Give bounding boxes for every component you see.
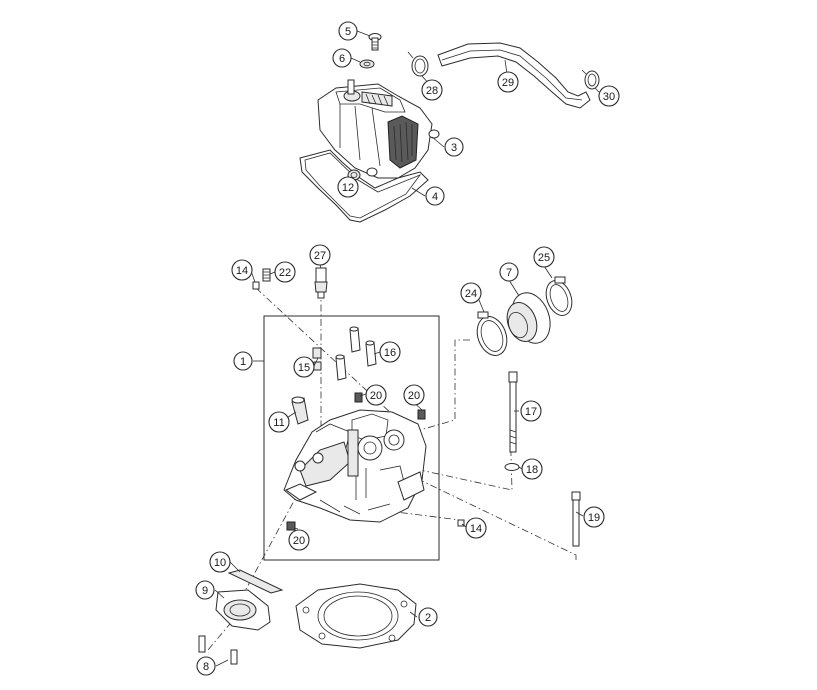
exhaust-flange xyxy=(215,589,271,631)
flange-screw-right xyxy=(230,649,238,665)
callout-7: 7 xyxy=(499,262,519,282)
intake-clamp-left xyxy=(476,311,508,356)
callout-label-1: 1 xyxy=(240,356,246,368)
flange-screw-left xyxy=(198,635,206,653)
callout-label-20-top: 20 xyxy=(370,390,382,402)
callout-label-12: 12 xyxy=(342,182,354,194)
callout-2: 2 xyxy=(418,607,438,627)
hose-clamp-left xyxy=(407,51,429,77)
hose-clamp-right xyxy=(581,69,600,90)
callout-label-8: 8 xyxy=(203,661,209,673)
callout-8: 8 xyxy=(196,656,216,676)
assembly-group-box xyxy=(263,315,440,561)
callout-25: 25 xyxy=(533,246,555,268)
temperature-sensor xyxy=(314,267,328,299)
gasket-strip xyxy=(227,569,284,594)
callout-label-14-top: 14 xyxy=(236,265,248,277)
callout-label-5: 5 xyxy=(345,26,351,38)
cover-screw xyxy=(368,33,382,51)
valve-cover xyxy=(317,79,440,179)
small-screw-top xyxy=(252,281,260,290)
callout-29: 29 xyxy=(497,71,519,93)
callout-3: 3 xyxy=(444,137,464,157)
callout-label-27: 27 xyxy=(314,250,326,262)
callout-label-4: 4 xyxy=(432,191,438,203)
callout-label-25: 25 xyxy=(538,252,550,264)
callout-label-14-bottom: 14 xyxy=(470,523,482,535)
plug-screw-right xyxy=(417,409,426,420)
callout-label-7: 7 xyxy=(506,267,512,279)
callout-label-6: 6 xyxy=(339,53,345,65)
callout-15: 15 xyxy=(293,356,315,378)
callout-label-24: 24 xyxy=(465,288,477,300)
callout-20-bottom: 20 xyxy=(288,529,310,551)
callout-label-29: 29 xyxy=(502,77,514,89)
valve-guide-parts xyxy=(312,326,377,381)
long-bolt-19 xyxy=(571,491,581,547)
callout-9: 9 xyxy=(195,580,215,600)
callout-label-10: 10 xyxy=(214,557,226,569)
callout-label-16: 16 xyxy=(384,347,396,359)
callout-label-3: 3 xyxy=(451,142,457,154)
callout-24: 24 xyxy=(460,282,482,304)
callout-label-20-bottom: 20 xyxy=(293,535,305,547)
long-bolt-17 xyxy=(508,371,518,453)
intake-flange xyxy=(506,292,551,344)
callout-4: 4 xyxy=(425,186,445,206)
callout-14-bottom: 14 xyxy=(465,517,487,539)
spark-plug-tube xyxy=(291,396,309,425)
callout-28: 28 xyxy=(421,79,443,101)
callout-label-15: 15 xyxy=(298,362,310,374)
callout-label-28: 28 xyxy=(426,85,438,97)
callout-19: 19 xyxy=(583,506,605,528)
callout-12: 12 xyxy=(337,176,359,198)
callout-27: 27 xyxy=(309,244,331,266)
callout-30: 30 xyxy=(598,85,620,107)
callout-22: 22 xyxy=(274,261,296,283)
callout-11: 11 xyxy=(268,411,290,433)
callout-label-22: 22 xyxy=(279,267,291,279)
callout-10: 10 xyxy=(209,551,231,573)
small-screw-bottom xyxy=(457,519,465,527)
callout-17: 17 xyxy=(520,400,542,422)
callout-14-top: 14 xyxy=(231,259,253,281)
plug-screw-top xyxy=(354,392,363,403)
head-gasket xyxy=(295,583,417,649)
callout-label-18: 18 xyxy=(526,464,538,476)
callout-18: 18 xyxy=(521,458,543,480)
callout-label-2: 2 xyxy=(425,612,431,624)
callout-label-30: 30 xyxy=(603,91,615,103)
callout-1: 1 xyxy=(233,351,253,371)
callout-label-19: 19 xyxy=(588,512,600,524)
callout-label-17: 17 xyxy=(525,406,537,418)
callout-label-9: 9 xyxy=(202,585,208,597)
cover-seal-ring xyxy=(359,59,375,69)
callout-5: 5 xyxy=(338,21,358,41)
callout-20-top: 20 xyxy=(365,384,387,406)
callout-6: 6 xyxy=(332,48,352,68)
callout-label-11: 11 xyxy=(273,417,284,429)
plug-screw-bottom xyxy=(286,521,296,531)
cylinder-head xyxy=(283,409,427,523)
callout-16: 16 xyxy=(379,341,401,363)
valve-cover-gasket xyxy=(299,149,429,223)
washer xyxy=(504,463,520,471)
threaded-plug xyxy=(262,268,271,282)
callout-label-20-right: 20 xyxy=(408,390,420,402)
intake-clamp-right xyxy=(545,276,573,316)
breather-hose xyxy=(437,42,591,109)
callout-20-right: 20 xyxy=(403,384,425,406)
